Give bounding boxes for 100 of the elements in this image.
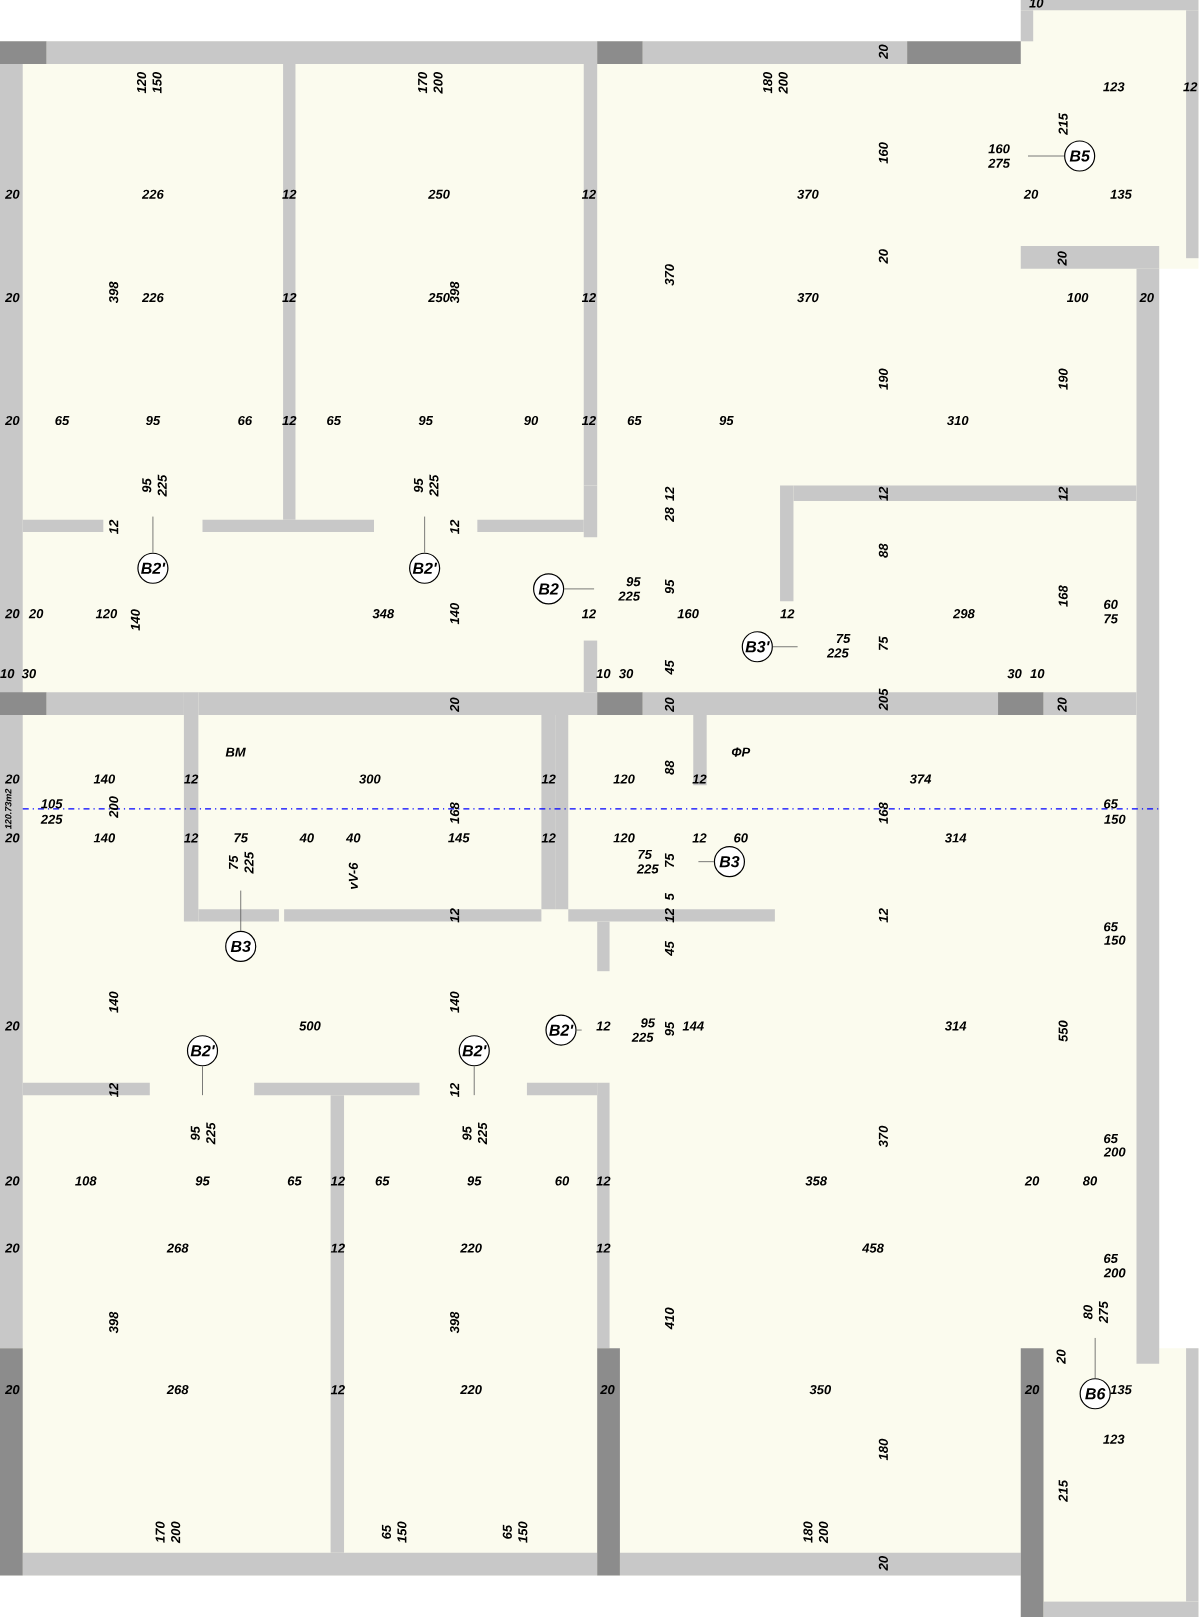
door-tag: B2' (409, 552, 441, 584)
dimension-label: 12 (582, 416, 597, 426)
dimension-label: 123 (1103, 1434, 1125, 1444)
dimension-label: 200 (171, 1521, 181, 1544)
dimension-label: 225 (637, 864, 659, 874)
dimension-label: 358 (805, 1176, 828, 1186)
dimension-label: 12 (450, 519, 460, 534)
dimension-label: 150 (1104, 935, 1126, 945)
dimension-label: 500 (299, 1021, 321, 1031)
dimension-label: 20 (5, 774, 20, 784)
dimension-label: 100 (1067, 292, 1089, 303)
dimension-label: 268 (166, 1243, 189, 1253)
dimension-label: 225 (206, 1122, 216, 1145)
dimension-label: 200 (433, 71, 443, 94)
dimension-label: 12 (331, 1176, 346, 1186)
dimension-label: 120 (613, 774, 635, 784)
door-tag: B3' (741, 631, 774, 663)
dimension-label: 12 (282, 416, 297, 426)
dimension-label: 370 (797, 189, 819, 199)
dimension-label: 140 (109, 991, 119, 1013)
dimension-label: 95 (146, 415, 161, 426)
dimension-label: 40 (346, 833, 361, 843)
dimension-label: 135 (1110, 189, 1133, 199)
dimension-label: 12 (596, 1021, 611, 1031)
dimension-label: 225 (40, 814, 63, 824)
leader-line (202, 1065, 204, 1096)
dimension-label: 298 (953, 609, 975, 619)
leader-line (698, 861, 715, 863)
dimension-label: 20 (1023, 189, 1039, 199)
dimension-label: 20 (600, 1385, 615, 1395)
dimension-label: 12 (596, 1176, 611, 1186)
door-tag: B2' (137, 552, 169, 584)
dimension-label: 12 (582, 609, 597, 619)
dimension-label: 140 (131, 609, 141, 631)
dimension-label: 80 (1083, 1176, 1098, 1186)
dimension-label: 250 (428, 292, 451, 303)
dimension-label: 458 (862, 1243, 885, 1253)
area-label: 120.73m2 (5, 788, 12, 830)
dimension-label: 75 (879, 636, 889, 650)
dimension-label: 10 (1030, 669, 1045, 679)
dimension-label: 20 (5, 1176, 20, 1186)
dimension-label: 550 (1058, 1020, 1068, 1042)
dimension-label: 215 (1058, 113, 1068, 135)
dimension-label: 12 (109, 519, 119, 534)
dimension-label: 160 (988, 144, 1010, 154)
dimension-label: 180 (763, 71, 773, 94)
dimension-label: 275 (1099, 1301, 1109, 1324)
dimension-label: 12 (282, 189, 297, 199)
dimension-label: 30 (619, 669, 634, 679)
dimension-label: 268 (166, 1385, 189, 1395)
dimension-label: 20 (5, 415, 20, 426)
dimension-label: 12 (184, 833, 199, 843)
dimension-label: 60 (734, 833, 749, 843)
dimension-label: 398 (109, 1311, 119, 1334)
dimension-label: 250 (428, 189, 451, 199)
dimension-label: 350 (809, 1385, 832, 1395)
leader-line (1027, 155, 1065, 157)
dimension-label: 12 (450, 908, 460, 923)
dimension-label: 220 (460, 1243, 483, 1253)
dimension-label: 144 (682, 1021, 705, 1031)
dimension-label: 75 (638, 849, 653, 859)
door-tag: B2' (458, 1035, 491, 1067)
dimension-label: 374 (910, 774, 932, 784)
dimension-label: 30 (22, 669, 37, 679)
dimension-label: 140 (94, 833, 116, 843)
dimension-label: 75 (837, 633, 851, 644)
dimension-label: 65 (288, 1176, 303, 1186)
dimension-label: 200 (778, 71, 788, 94)
dimension-label: 12 (596, 1243, 611, 1253)
dimension-label: 95 (414, 478, 424, 493)
dimension-label: 95 (719, 415, 734, 426)
dimension-label: 168 (450, 802, 460, 824)
dimension-label: 45 (665, 941, 675, 956)
dimension-label: 150 (152, 71, 162, 94)
dimension-label: 95 (142, 478, 152, 493)
dimension-label: 370 (665, 264, 675, 286)
dimension-label: 168 (879, 802, 889, 824)
dimension-label: 220 (460, 1385, 483, 1395)
dimension-label: 12 (1183, 82, 1198, 92)
dimension-label: 12 (692, 833, 707, 843)
dimension-label: 20 (450, 697, 460, 712)
dimension-label: 75 (234, 833, 249, 843)
dimension-label: 108 (75, 1176, 97, 1186)
dimension-label: 88 (665, 760, 675, 775)
dimension-label: 190 (1058, 368, 1068, 390)
dimension-label: 226 (142, 189, 165, 199)
dimension-label: 225 (429, 474, 439, 497)
dimension-label: 12 (450, 1082, 460, 1097)
dimension-label: 40 (299, 833, 315, 843)
dimension-label: 225 (244, 851, 254, 874)
dimension-label: 10 (596, 669, 611, 679)
dimension-label: 95 (641, 1018, 656, 1028)
dimension-label: 226 (142, 292, 165, 303)
dimension-label: 12 (665, 908, 675, 923)
dimension-label: 75 (229, 855, 239, 869)
leader-line (1095, 1337, 1096, 1379)
dimension-label: 398 (450, 281, 460, 304)
dimension-label: 314 (945, 1021, 967, 1031)
dimension-label: 20 (879, 44, 889, 60)
door-tag: B3 (714, 846, 746, 878)
